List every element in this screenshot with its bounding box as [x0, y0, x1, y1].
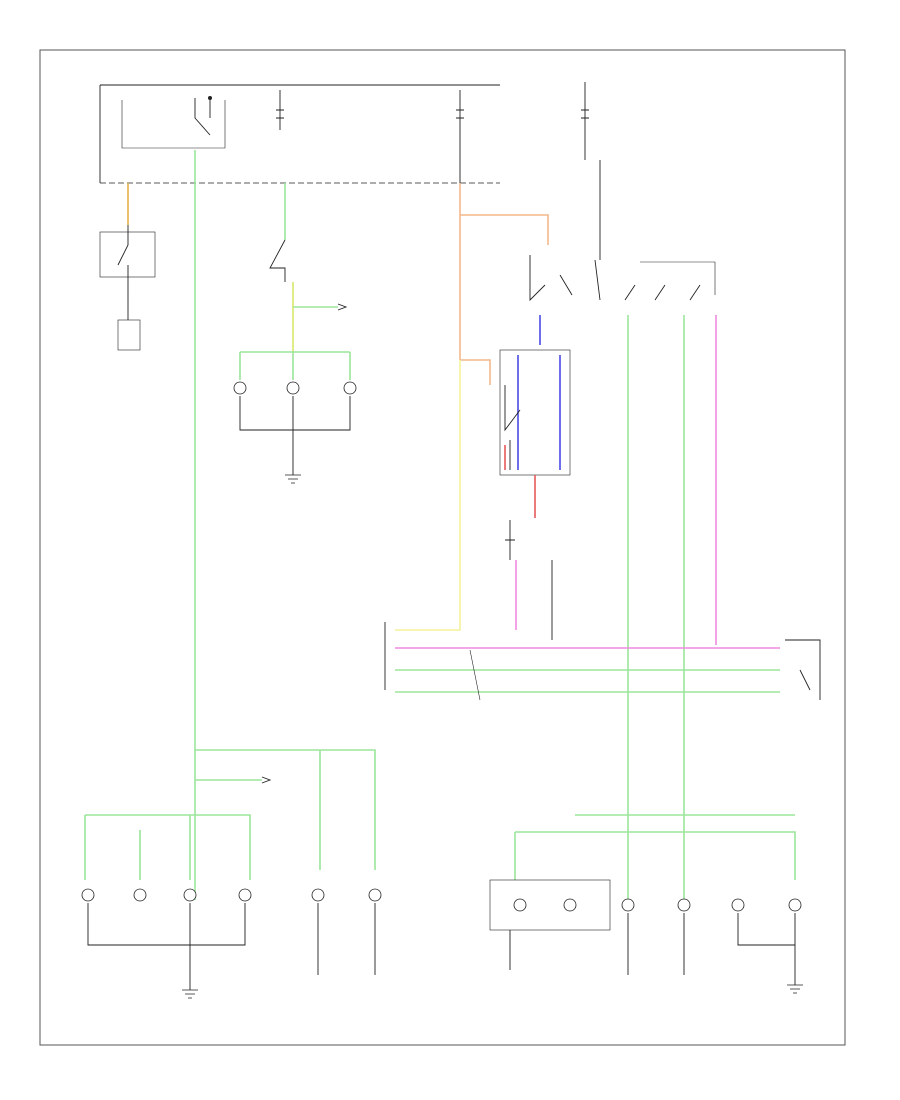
- bulb-icon: [286, 381, 300, 395]
- ground-bus-wire: [737, 913, 796, 985]
- bulb-icon: [563, 898, 577, 912]
- green-lamp-wire: [514, 814, 796, 880]
- wire-segment: [317, 903, 376, 975]
- right-switch-block: [599, 160, 717, 910]
- switch-icon: [624, 284, 701, 301]
- lower-right-lamps: [489, 814, 803, 994]
- bulb-icon: [311, 888, 325, 902]
- connector-bus: [384, 622, 821, 701]
- lower-left-lamps: [81, 749, 382, 999]
- bulb-icon: [677, 898, 691, 912]
- switch-frame: [640, 261, 716, 295]
- arrow-icon: [337, 303, 348, 311]
- ground-bus-wire: [239, 396, 351, 475]
- fuse-icon: [456, 90, 464, 183]
- bulb-icon: [368, 888, 382, 902]
- fuse-icon: [581, 82, 589, 160]
- green-feed-wire: [195, 749, 376, 870]
- fuse-box: [99, 82, 589, 184]
- bulb-icon: [343, 381, 357, 395]
- switch-icon: [505, 520, 515, 560]
- lamp-module-box: [489, 879, 611, 931]
- switch-icon: [269, 239, 286, 282]
- switch-icon: [785, 639, 821, 700]
- switch-icon: [529, 255, 601, 302]
- ground-icon: [787, 984, 803, 994]
- arrow-icon: [261, 776, 272, 784]
- switch-housing: [99, 231, 156, 278]
- green-bus-wire: [239, 351, 351, 380]
- diagram-border: [39, 49, 846, 1046]
- bulb-icon: [183, 888, 197, 902]
- ground-icon: [182, 989, 198, 999]
- leader-line: [469, 649, 481, 701]
- wire-segment: [509, 913, 685, 975]
- ground-bus-wire: [87, 903, 246, 990]
- component-box: [117, 319, 141, 351]
- bulb-icon: [513, 898, 527, 912]
- bulb-icon: [788, 898, 802, 912]
- orange-branch-wire: [460, 359, 491, 385]
- junction-dot: [208, 96, 212, 100]
- switch-icon: [117, 225, 129, 300]
- green-lamp-wire: [84, 814, 251, 880]
- bulb-icon: [133, 888, 147, 902]
- bulb-icon: [621, 898, 635, 912]
- left-wiring: [99, 150, 196, 900]
- ground-icon: [285, 474, 301, 484]
- relay-area: [395, 183, 601, 640]
- bulb-icon: [233, 381, 247, 395]
- fuse-icon: [276, 90, 284, 130]
- orange-branch-wire: [460, 214, 549, 245]
- relay-frame: [121, 100, 226, 149]
- center-switch-block: [233, 183, 357, 484]
- switch-icon: [504, 385, 521, 470]
- relay-switch-icon: [194, 98, 211, 136]
- yellow-wire: [395, 360, 461, 631]
- bulb-icon: [731, 898, 745, 912]
- bulb-icon: [238, 888, 252, 902]
- bulb-icon: [81, 888, 95, 902]
